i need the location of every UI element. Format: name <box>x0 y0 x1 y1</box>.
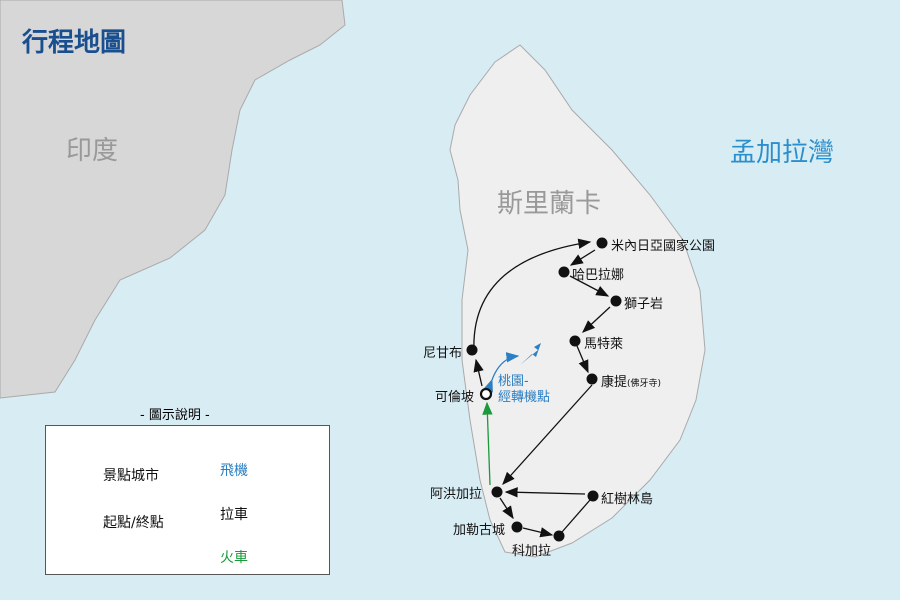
legend-car: 拉車 <box>220 507 248 523</box>
colombo-marker <box>479 387 493 401</box>
city-koggala: 科加拉 <box>512 544 552 559</box>
legend-flight: 飛機 <box>220 463 248 479</box>
airport-label: 桃園-經轉機點 <box>498 374 551 405</box>
city-colombo: 可倫坡 <box>435 390 475 405</box>
city-matale: 馬特萊 <box>584 337 624 352</box>
airplane-icon <box>520 343 541 365</box>
city-negombo: 尼甘布 <box>423 346 463 361</box>
legend-title: - 圖示說明 - <box>140 408 210 423</box>
city-minneriya: 米內日亞國家公園 <box>611 239 716 254</box>
city-markers <box>466 237 622 542</box>
label-srilanka: 斯里蘭卡 <box>497 189 602 219</box>
city-habarana: 哈巴拉娜 <box>572 268 625 283</box>
city-ahungalla: 阿洪加拉 <box>430 487 483 502</box>
label-india: 印度 <box>66 136 119 166</box>
legend <box>45 425 330 575</box>
legend-train: 火車 <box>220 550 248 566</box>
city-galle: 加勒古城 <box>453 523 506 538</box>
city-kandy: 康提(佛牙寺) <box>601 375 662 390</box>
city-sigiriya: 獅子岩 <box>624 297 664 312</box>
legend-start: 起點/終點 <box>103 515 164 531</box>
legend-city: 景點城市 <box>103 468 159 484</box>
india-land <box>0 0 346 399</box>
city-mangrove: 紅樹林島 <box>601 492 654 507</box>
page-title: 行程地圖 <box>22 28 127 58</box>
sri-lanka-land <box>449 44 706 558</box>
label-bay: 孟加拉灣 <box>730 138 835 168</box>
